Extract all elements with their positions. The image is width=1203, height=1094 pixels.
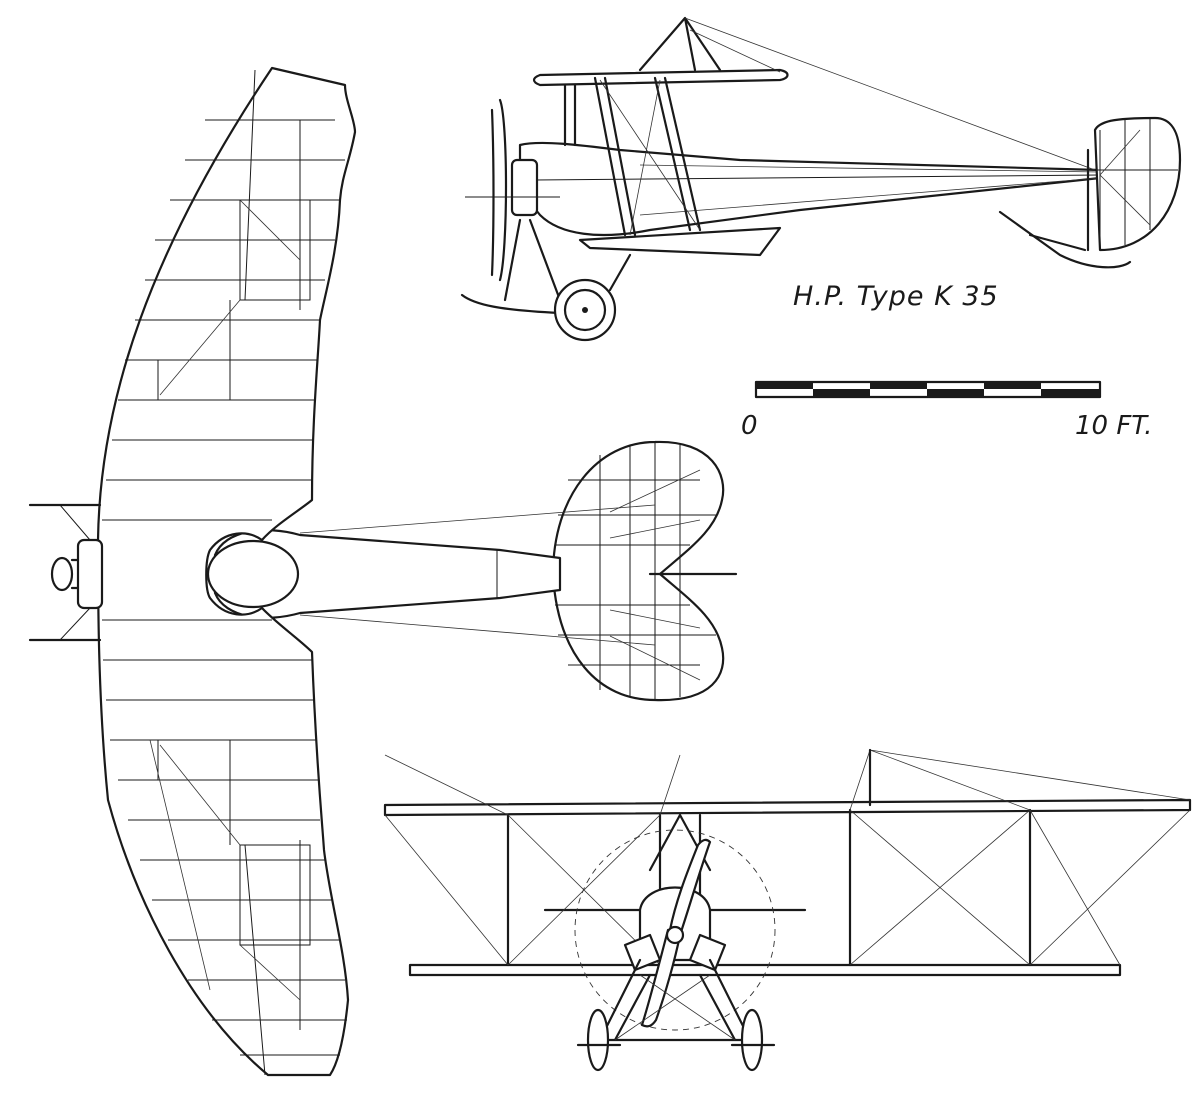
front-view bbox=[383, 748, 1192, 1072]
drawing-title: H.P. Type K 35 bbox=[793, 281, 999, 312]
plan-engine bbox=[28, 503, 104, 642]
plan-fuselage bbox=[206, 504, 656, 646]
plan-tailplane bbox=[551, 440, 738, 702]
scale-start-label: 0 bbox=[741, 411, 758, 441]
plan-view bbox=[28, 66, 738, 1077]
scale-bar bbox=[754, 380, 1102, 399]
side-view bbox=[460, 16, 1182, 342]
plan-wing bbox=[96, 66, 357, 1077]
scale-end-label: 10 FT. bbox=[1075, 411, 1153, 441]
